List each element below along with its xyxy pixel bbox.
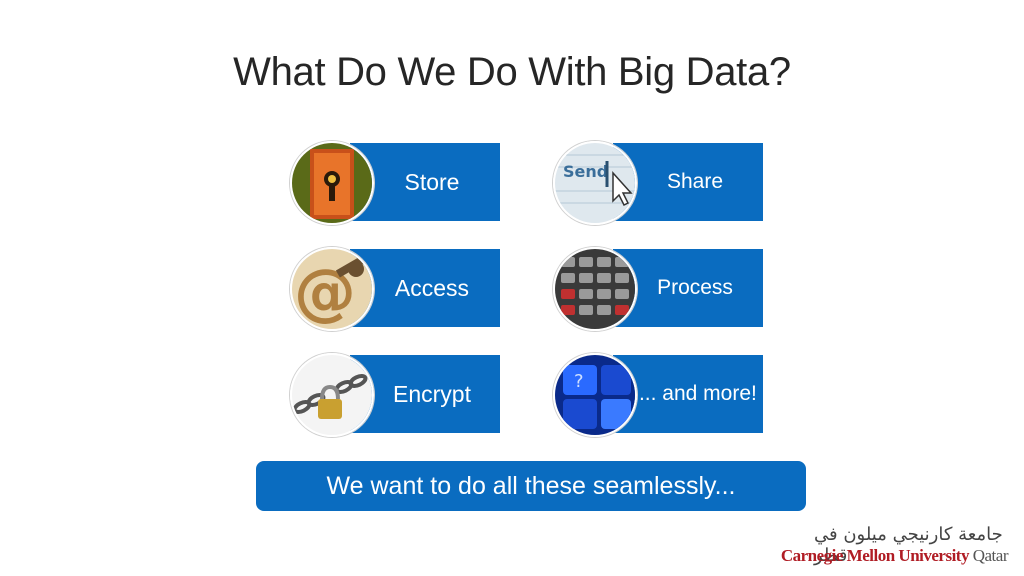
item-box	[350, 143, 500, 221]
item-process: Process	[553, 247, 763, 331]
item-label: Process	[657, 276, 733, 299]
slide-title: What Do We Do With Big Data?	[233, 50, 791, 94]
item-box	[613, 143, 763, 221]
send-icon: Send	[553, 141, 637, 225]
item-label: .... and more!	[633, 382, 757, 405]
item-more: ? .... and more!	[553, 353, 763, 437]
item-label: Share	[666, 170, 724, 193]
keyboard-icon: ?	[553, 353, 637, 437]
item-box	[350, 355, 500, 433]
item-encrypt: Encrypt	[290, 353, 500, 437]
logo-campus: Qatar	[972, 546, 1009, 565]
item-box	[613, 355, 763, 433]
lock-icon	[290, 141, 374, 225]
logo-english-text: Carnegie Mellon University Qatar	[780, 546, 1009, 566]
summary-banner: We want to do all these seamlessly...	[256, 461, 806, 511]
logo-arabic-text: جامعة كارنيجي ميلون في قطر	[814, 524, 1003, 566]
item-share: Send Share	[553, 141, 763, 225]
item-label: Store	[404, 169, 460, 195]
chain-padlock-icon	[290, 353, 374, 437]
svg-text:Send: Send	[563, 162, 608, 181]
at-key-icon: @	[290, 247, 374, 331]
item-box	[350, 249, 500, 327]
item-access: @ Access	[290, 247, 500, 331]
item-store: Store	[290, 141, 500, 225]
calculator-icon	[553, 247, 637, 331]
item-label: Access	[394, 275, 470, 301]
item-box	[613, 249, 763, 327]
item-label: Encrypt	[393, 381, 471, 407]
svg-text:?: ?	[574, 371, 584, 392]
logo-name: Carnegie Mellon University	[780, 546, 970, 565]
university-logo: جامعة كارنيجي ميلون في قطر Carnegie Mell…	[781, 524, 1010, 568]
